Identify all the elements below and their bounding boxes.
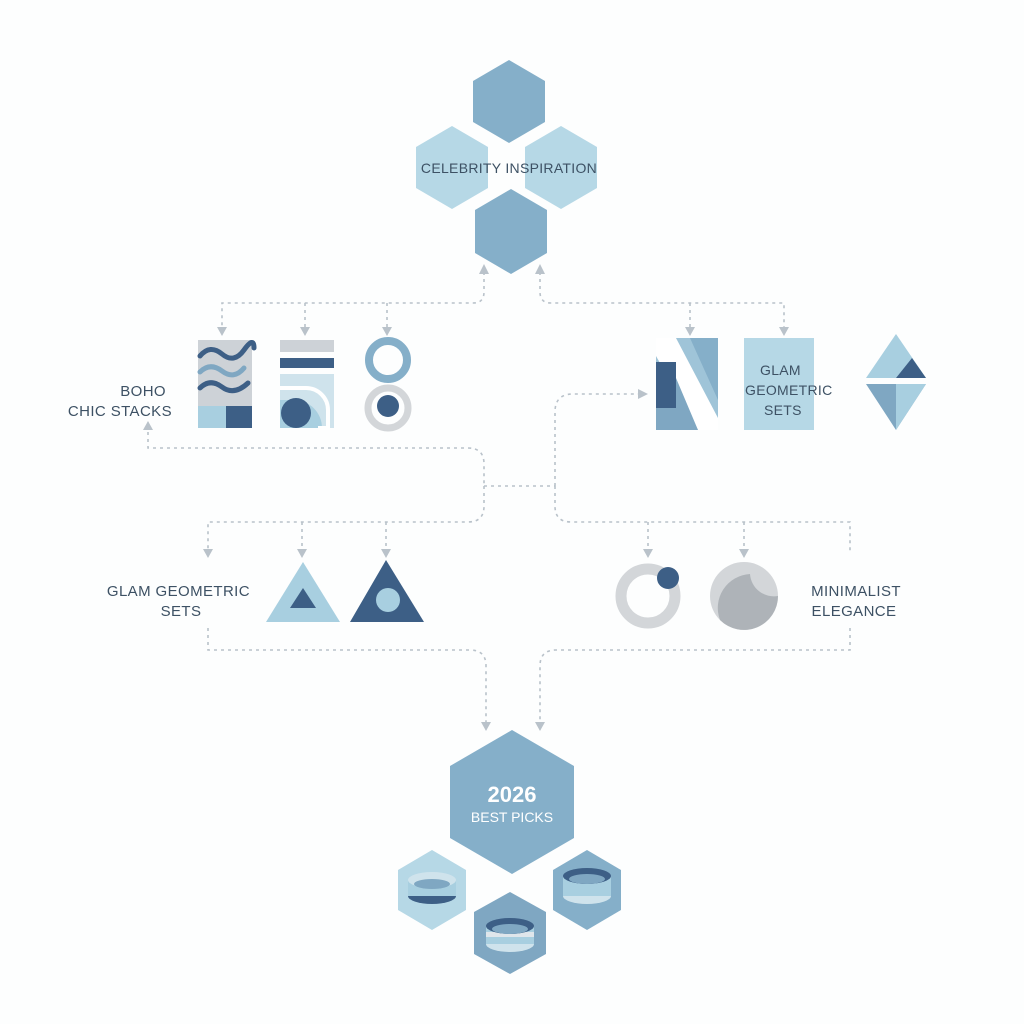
triangle-dot-icon xyxy=(350,560,424,622)
arrowhead xyxy=(203,549,213,558)
connector-top-to-boho xyxy=(221,272,485,330)
angular-n-icon xyxy=(656,338,718,430)
boho-label-line1: BOHO xyxy=(120,383,166,400)
wave-pattern-icon xyxy=(197,340,257,428)
glam-right-label-line2: GEOMETRIC xyxy=(745,382,832,398)
connector-glam-left-to-best xyxy=(207,628,487,724)
glam-geometric-sets-left-node: GLAM GEOMETRIC SETS xyxy=(107,560,424,622)
boho-label-line2: CHIC STACKS xyxy=(68,403,172,420)
connectors xyxy=(147,272,851,724)
hexagon-right xyxy=(525,126,597,209)
boho-chic-stacks-node: BOHO CHIC STACKS xyxy=(68,337,412,432)
diamond-icon xyxy=(866,334,926,430)
layered-arch-icon xyxy=(280,340,334,430)
celebrity-inspiration-label: CELEBRITY INSPIRATION xyxy=(421,160,597,176)
best-picks-label: BEST PICKS xyxy=(471,809,553,825)
connector-minimal-to-best xyxy=(539,628,851,724)
arrowhead xyxy=(297,549,307,558)
arrowhead xyxy=(638,389,648,399)
glam-left-label-line2: SETS xyxy=(161,603,202,620)
hexagon-bottom xyxy=(475,189,547,274)
arrowhead xyxy=(382,327,392,336)
connector-hub-down-right xyxy=(554,486,851,552)
arrowhead xyxy=(643,549,653,558)
arrowhead xyxy=(739,549,749,558)
arrowhead xyxy=(779,327,789,336)
hexagon-top xyxy=(473,60,545,143)
arrowhead xyxy=(300,327,310,336)
minimalist-label-line1: MINIMALIST xyxy=(811,583,901,600)
arrowhead xyxy=(217,327,227,336)
arrowhead xyxy=(479,264,489,274)
bracelet-stack-icon xyxy=(398,850,466,930)
arrowhead xyxy=(481,722,491,731)
minimalist-elegance-node: MINIMALIST ELEGANCE xyxy=(615,562,901,630)
arrowhead xyxy=(143,421,153,430)
best-picks-node: 2026 BEST PICKS xyxy=(398,730,621,974)
best-picks-year: 2026 xyxy=(488,782,537,807)
arrowhead xyxy=(685,327,695,336)
glam-left-label-line1: GLAM GEOMETRIC xyxy=(107,583,250,600)
celebrity-inspiration-node: CELEBRITY INSPIRATION xyxy=(416,60,597,274)
hexagon-left xyxy=(416,126,488,209)
best-picks-hexagon xyxy=(450,730,574,874)
double-ring-icon xyxy=(364,337,412,432)
connector-hub-down-left xyxy=(207,486,485,552)
arrowheads xyxy=(143,264,789,731)
minimalist-label-line2: ELEGANCE xyxy=(812,603,897,620)
bracelet-stack-icon xyxy=(553,850,621,930)
glam-geometric-sets-right-node: GLAM GEOMETRIC SETS xyxy=(656,334,926,430)
glam-right-label-line1: GLAM xyxy=(760,362,801,378)
glam-sets-tile xyxy=(744,338,814,430)
connector-middle-right xyxy=(554,393,640,486)
outlined-triangle-icon xyxy=(266,562,340,622)
half-moon-circle-icon xyxy=(710,562,778,630)
glam-right-label-line3: SETS xyxy=(764,402,802,418)
arrowhead xyxy=(381,549,391,558)
arrowhead xyxy=(535,264,545,274)
ring-dot-icon xyxy=(615,563,681,629)
connector-top-to-glam-right xyxy=(539,272,785,330)
arrowhead xyxy=(535,722,545,731)
connector-middle-left xyxy=(147,432,485,486)
bracelet-stack-icon xyxy=(474,892,546,974)
